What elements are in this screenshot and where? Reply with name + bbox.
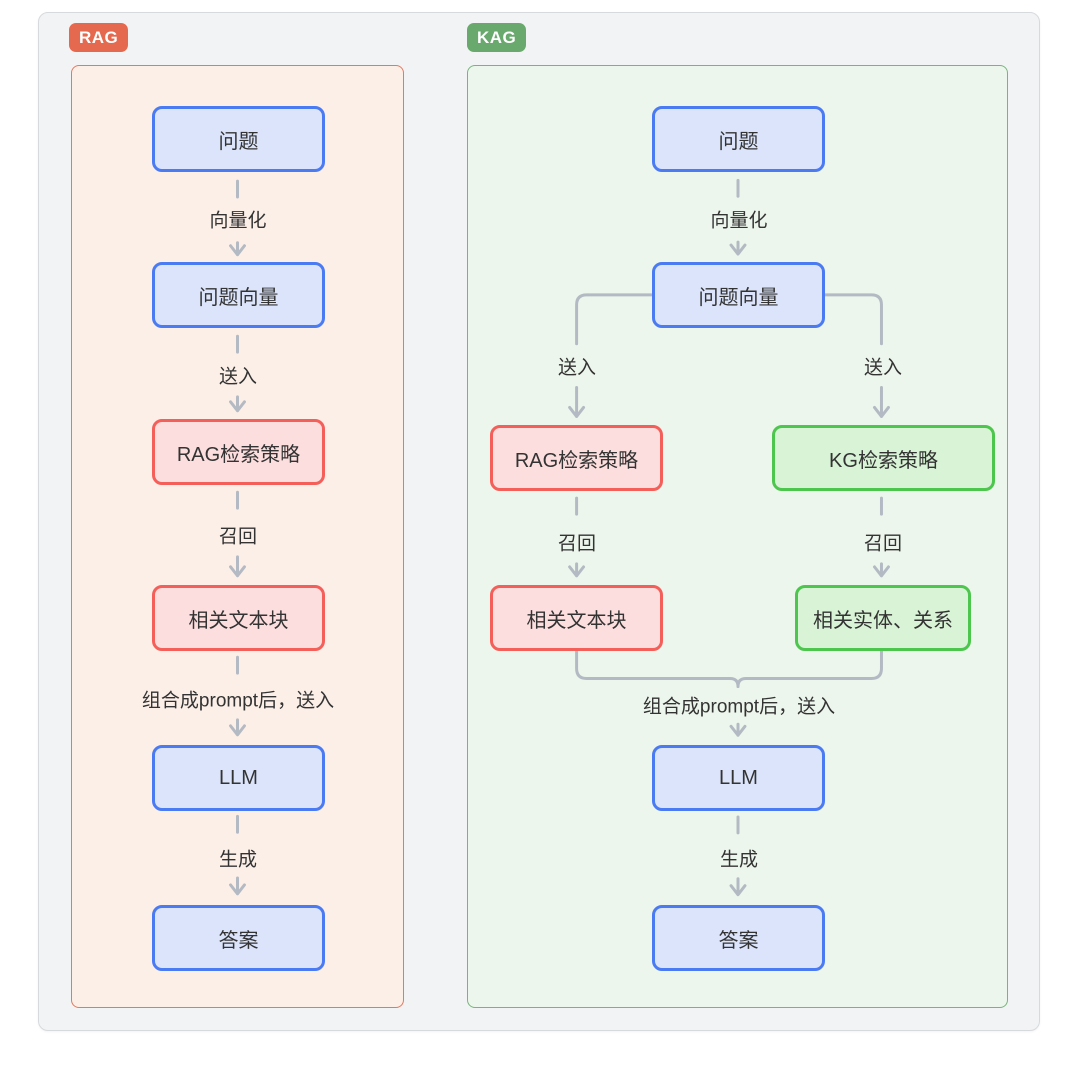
- rag-node-rag-retrieval-strategy: RAG检索策略: [152, 419, 325, 485]
- kag-edge-label-send-right: 送入: [863, 357, 903, 379]
- kag-edge-label-generate: 生成: [719, 849, 759, 871]
- rag-edge-label-recall: 召回: [218, 526, 258, 548]
- diagram-canvas: RAG KAG 问题 向量化 问题向量 送入 RAG检索策略 召回 相关文本: [38, 12, 1040, 1031]
- rag-node-answer: 答案: [152, 905, 325, 971]
- kag-panel: 问题 向量化 问题向量 送入 送入 RAG检索策略 KG检索策略 召回 召回 相…: [467, 65, 1008, 1008]
- rag-edge-label-generate: 生成: [218, 849, 258, 871]
- kag-edge-label-recall-left: 召回: [557, 533, 597, 555]
- connector-branch-right: [823, 293, 883, 346]
- connector-arrow: [568, 386, 586, 418]
- rag-edge-label-compose-prompt: 组合成prompt后，送入: [141, 690, 335, 712]
- kag-edge-label-compose-prompt: 组合成prompt后，送入: [642, 696, 836, 718]
- kag-badge: KAG: [467, 23, 527, 52]
- connector-arrow: [229, 718, 246, 737]
- connector-arrow: [229, 395, 246, 413]
- kag-edge-label-recall-right: 召回: [863, 533, 903, 555]
- kag-node-rag-retrieval-strategy: RAG检索策略: [490, 425, 663, 491]
- connector-arrow: [568, 562, 586, 578]
- connector-arrow: [872, 386, 890, 418]
- connector-merge-right: [736, 648, 883, 688]
- connector-merge-left: [575, 648, 740, 688]
- kag-node-answer: 答案: [652, 905, 825, 971]
- connector-arrow: [729, 877, 747, 897]
- kag-edge-label-vectorize: 向量化: [710, 210, 768, 232]
- kag-node-entities-relations: 相关实体、关系: [795, 585, 971, 651]
- kag-node-text-chunks: 相关文本块: [490, 585, 663, 651]
- connector-arrow: [729, 240, 747, 256]
- kag-edge-label-send-left: 送入: [557, 357, 597, 379]
- rag-badge: RAG: [69, 23, 129, 52]
- rag-edge-label-vectorize: 向量化: [209, 210, 267, 232]
- rag-node-text-chunks: 相关文本块: [152, 585, 325, 651]
- kag-node-question: 问题: [652, 106, 825, 172]
- rag-edge-label-send: 送入: [218, 366, 258, 388]
- rag-node-llm: LLM: [152, 745, 325, 811]
- connector-arrow: [872, 562, 890, 578]
- connector-arrow: [229, 241, 246, 257]
- rag-panel: 问题 向量化 问题向量 送入 RAG检索策略 召回 相关文本块 组合成promp…: [71, 65, 404, 1008]
- kag-node-kg-retrieval-strategy: KG检索策略: [772, 425, 995, 491]
- connector-arrow: [729, 722, 747, 737]
- rag-node-question: 问题: [152, 106, 325, 172]
- kag-node-question-vector: 问题向量: [652, 262, 825, 328]
- connector-branch-left: [575, 293, 653, 346]
- connector-arrow: [229, 876, 246, 896]
- connector-arrow: [229, 555, 246, 578]
- kag-node-llm: LLM: [652, 745, 825, 811]
- rag-node-question-vector: 问题向量: [152, 262, 325, 328]
